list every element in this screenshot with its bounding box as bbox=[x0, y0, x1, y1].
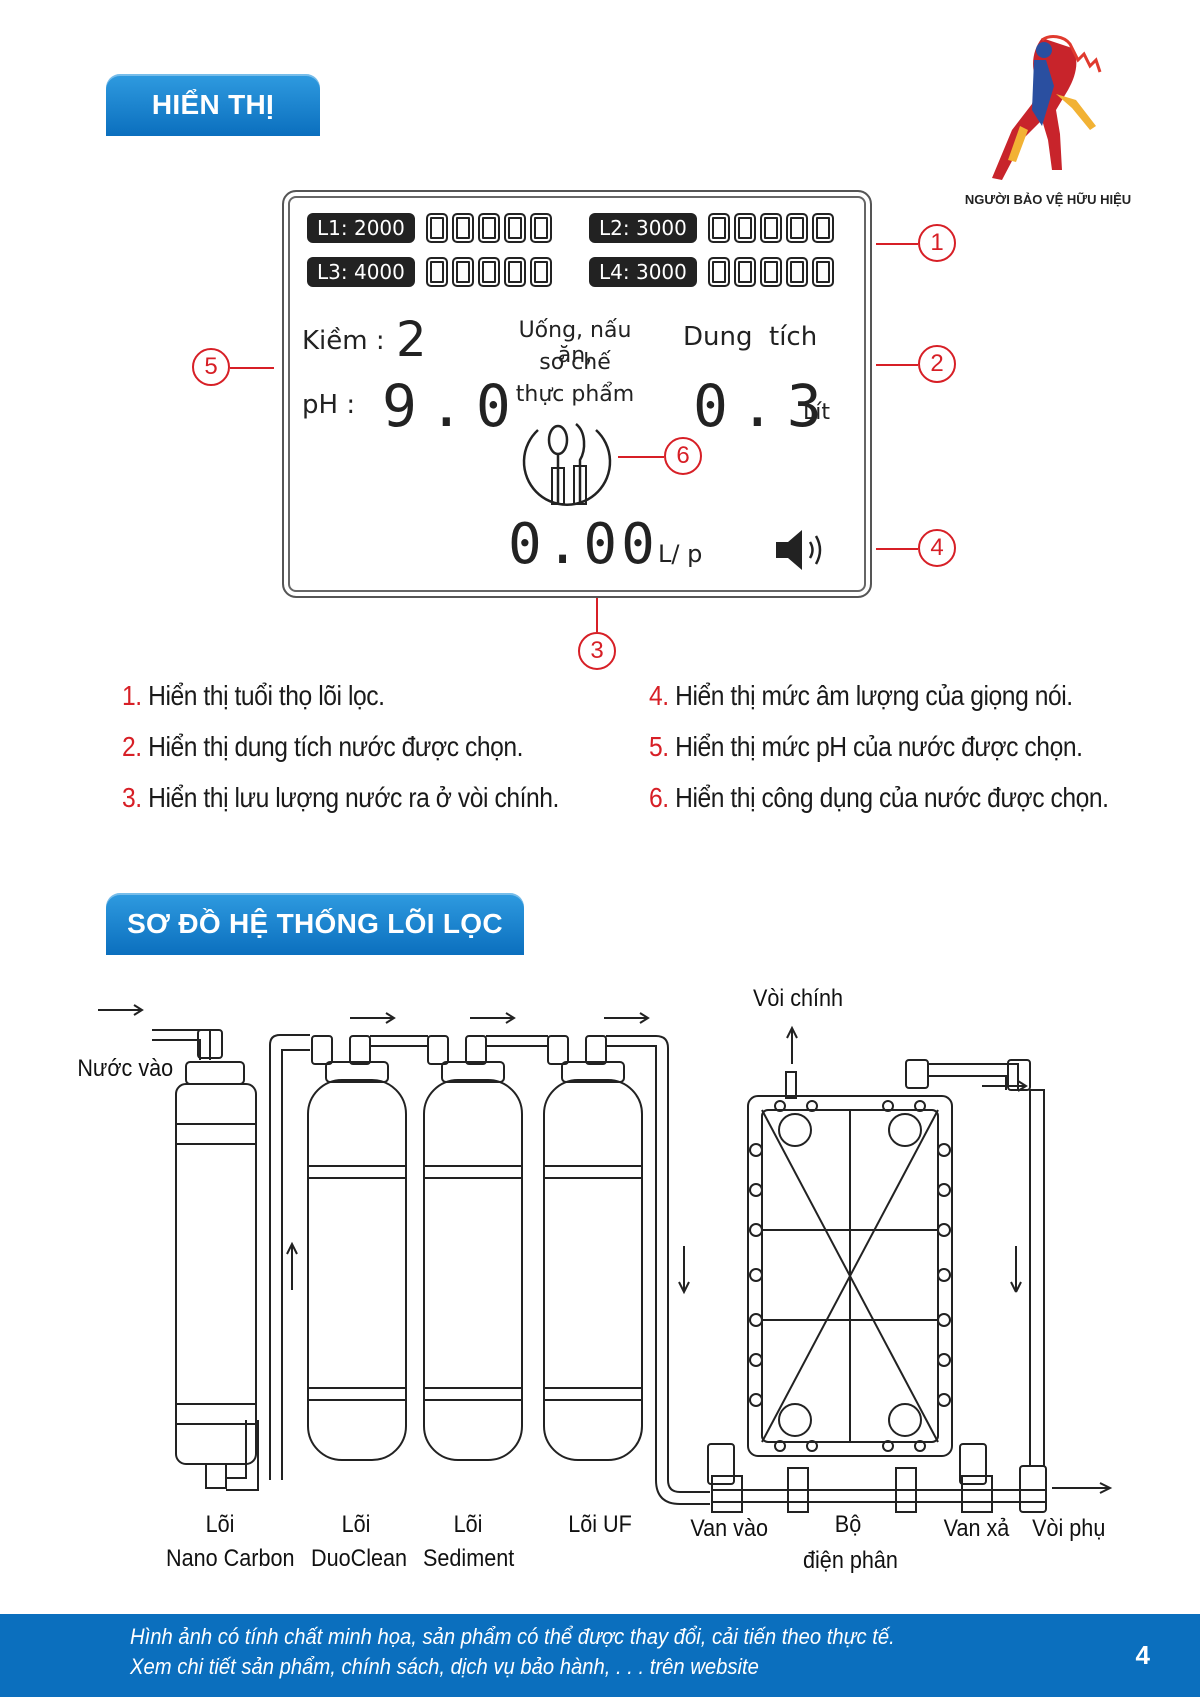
callout-5: 5 bbox=[192, 348, 230, 386]
filter-life-l3: L3: 4000 bbox=[307, 257, 415, 287]
lcd-display bbox=[282, 190, 872, 598]
filter-life-l1: L1: 2000 bbox=[307, 213, 415, 243]
description-number: 4. bbox=[649, 680, 669, 711]
description-text: Hiển thị công dụng của nước được chọn. bbox=[675, 782, 1109, 813]
description-number: 6. bbox=[649, 782, 669, 813]
description-1: 1. Hiển thị tuổi thọ lõi lọc. bbox=[122, 680, 385, 712]
label-water-inlet: Nước vào bbox=[77, 1055, 174, 1082]
callout-3: 3 bbox=[578, 632, 616, 670]
callout-line-1 bbox=[876, 243, 918, 245]
label-electrolysis-2: điện phân bbox=[803, 1547, 898, 1574]
filter-life-bar-l1 bbox=[426, 213, 552, 243]
usage-line-2: sơ chế bbox=[539, 350, 611, 375]
filter-life-bar-l4 bbox=[708, 257, 834, 287]
capacity-label: Dung tích bbox=[683, 322, 818, 352]
capacity-value: 0.3 bbox=[693, 372, 834, 440]
label-duoclean-2: DuoClean bbox=[311, 1545, 408, 1572]
section-tab-diagram: SƠ ĐỒ HỆ THỐNG LÕI LỌC bbox=[106, 893, 524, 955]
label-uf: Lõi UF bbox=[568, 1511, 632, 1538]
filter-life-bar-l2 bbox=[708, 213, 834, 243]
filter-system-diagram bbox=[98, 1004, 1113, 1513]
ph-value: 9.0 bbox=[382, 372, 523, 440]
page-number: 4 bbox=[1135, 1640, 1150, 1670]
brand-logo-icon bbox=[992, 35, 1102, 180]
description-text: Hiển thị mức âm lượng của giọng nói. bbox=[675, 680, 1073, 711]
description-number: 5. bbox=[649, 731, 669, 762]
label-valve-out: Van xả bbox=[943, 1515, 1010, 1542]
callout-4: 4 bbox=[918, 529, 956, 567]
callout-line-5 bbox=[230, 367, 274, 369]
speaker-icon bbox=[776, 530, 822, 570]
description-3: 3. Hiển thị lưu lượng nước ra ở vòi chín… bbox=[122, 782, 559, 814]
label-nano-carbon-1: Lõi bbox=[205, 1511, 235, 1538]
description-6: 6. Hiển thị công dụng của nước được chọn… bbox=[649, 782, 1109, 814]
filter-life-l4: L4: 3000 bbox=[589, 257, 697, 287]
footer-line-1: Hình ảnh có tính chất minh họa, sản phẩm… bbox=[130, 1624, 895, 1649]
callout-1: 1 bbox=[918, 224, 956, 262]
callout-line-4 bbox=[876, 548, 918, 550]
footer-line-2: Xem chi tiết sản phẩm, chính sách, dịch … bbox=[130, 1654, 759, 1679]
description-text: Hiển thị dung tích nước được chọn. bbox=[148, 731, 524, 762]
alkaline-value: 2 bbox=[396, 312, 427, 368]
callout-line-6 bbox=[618, 456, 664, 458]
callout-2: 2 bbox=[918, 345, 956, 383]
usage-line-1: Uống, nấu ăn, bbox=[518, 318, 632, 368]
callout-line-2 bbox=[876, 364, 918, 366]
callout-6: 6 bbox=[664, 437, 702, 475]
description-2: 2. Hiển thị dung tích nước được chọn. bbox=[122, 731, 524, 763]
description-number: 3. bbox=[122, 782, 142, 813]
filter-life-bar-l3 bbox=[426, 257, 552, 287]
description-5: 5. Hiển thị mức pH của nước được chọn. bbox=[649, 731, 1083, 763]
capacity-unit: Lít bbox=[803, 400, 830, 425]
section-tab-display: HIỂN THỊ bbox=[106, 74, 320, 136]
label-main-tap: Vòi chính bbox=[753, 985, 844, 1012]
logo-caption: NGƯỜI BẢO VỆ HỮU HIỆU bbox=[964, 192, 1132, 207]
label-valve-in: Van vào bbox=[690, 1515, 768, 1542]
flow-value: 0.00 bbox=[508, 512, 659, 577]
alkaline-label: Kiềm : bbox=[302, 326, 385, 356]
label-sediment-1: Lõi bbox=[453, 1511, 483, 1538]
label-nano-carbon-2: Nano Carbon bbox=[166, 1545, 295, 1572]
label-duoclean-1: Lõi bbox=[341, 1511, 371, 1538]
description-text: Hiển thị tuổi thọ lõi lọc. bbox=[148, 680, 385, 711]
description-number: 1. bbox=[122, 680, 142, 711]
label-side-tap: Vòi phụ bbox=[1032, 1515, 1106, 1542]
label-sediment-2: Sediment bbox=[423, 1545, 515, 1572]
description-text: Hiển thị mức pH của nước được chọn. bbox=[675, 731, 1083, 762]
footer-bar: Hình ảnh có tính chất minh họa, sản phẩm… bbox=[0, 1614, 1200, 1697]
description-number: 2. bbox=[122, 731, 142, 762]
description-text: Hiển thị lưu lượng nước ra ở vòi chính. bbox=[148, 782, 559, 813]
callout-line-3 bbox=[596, 598, 598, 632]
usage-line-3: thực phẩm bbox=[515, 382, 635, 407]
utensils-icon bbox=[522, 423, 612, 506]
filter-life-l2: L2: 3000 bbox=[589, 213, 697, 243]
flow-unit: L/ p bbox=[658, 540, 703, 568]
label-electrolysis-1: Bộ bbox=[834, 1511, 862, 1538]
description-4: 4. Hiển thị mức âm lượng của giọng nói. bbox=[649, 680, 1073, 712]
ph-label: pH : bbox=[302, 390, 356, 420]
